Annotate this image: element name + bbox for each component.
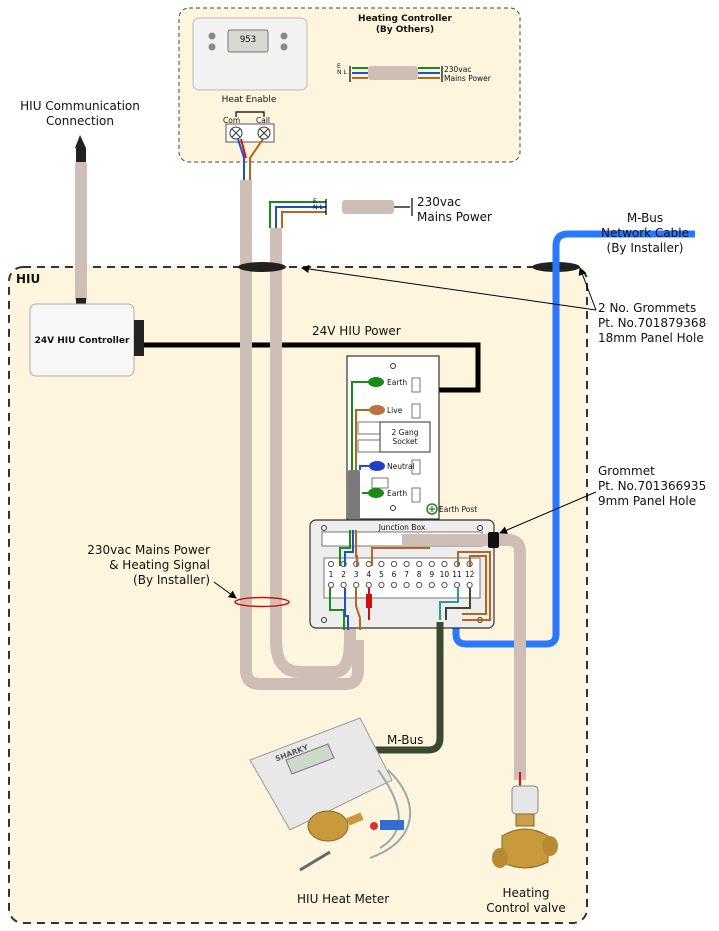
grommet-9-line1: Grommet: [598, 464, 655, 478]
controller-mains-label: 230vac Mains Power: [444, 65, 491, 83]
terminal-number: 2: [341, 570, 346, 579]
terminal-screw: [403, 581, 410, 589]
controller-mains-line2: Mains Power: [444, 74, 491, 83]
valve-label: Heating Control valve: [480, 886, 572, 916]
controller-title: Heating Controller (By Others): [340, 14, 470, 36]
heating-control-valve-icon: [492, 772, 558, 869]
comm-line2: Connection: [46, 114, 114, 128]
socket-gang-line1: 2 Gang: [391, 428, 419, 437]
controller-mains-line1: 230vac: [444, 65, 472, 74]
hiu-controller-label: 24V HIU Controller: [34, 336, 130, 346]
thermostat-icon: [192, 17, 308, 91]
terminal-number: 7: [404, 570, 409, 579]
hiu-power-label: 24V HIU Power: [312, 324, 401, 338]
hiu-label: HIU: [16, 272, 41, 286]
terminal-call-label: Call: [256, 116, 271, 125]
socket-earth2-label: Earth: [387, 489, 408, 498]
terminal-screw: [353, 581, 360, 589]
comm-connection-label: HIU Communication Connection: [12, 99, 148, 129]
terminal-screw: [340, 581, 347, 589]
socket-gang-line2: Socket: [392, 437, 418, 446]
terminal-screw: [327, 581, 335, 589]
terminal-screw: [441, 560, 448, 568]
terminal-screw: [428, 560, 435, 568]
terminal-number: 5: [379, 570, 384, 579]
socket-gang-label: 2 Gang Socket: [381, 428, 429, 446]
terminal-number: 1: [328, 570, 334, 579]
terminal-number: 11: [452, 570, 462, 579]
mbus-label: M-Bus: [387, 733, 424, 747]
mains-heating-line2: & Heating Signal: [109, 558, 210, 572]
heat-meter-label: HIU Heat Meter: [297, 892, 390, 906]
mbus-cable-line2: Network Cable: [601, 226, 689, 240]
terminal-number: 12: [464, 570, 475, 579]
terminal-screw: [416, 560, 423, 568]
valve-line1: Heating: [502, 886, 550, 900]
mbus-cable-line3: (By Installer): [606, 241, 684, 255]
mains-heating-line3: (By Installer): [133, 573, 210, 587]
terminal-screw: [453, 581, 461, 589]
heat-enable-label: Heat Enable: [221, 95, 277, 105]
earth-post-label: Earth Post: [439, 505, 478, 514]
terminal-number: 10: [439, 570, 450, 579]
grommets-18-line3: 18mm Panel Hole: [598, 331, 704, 345]
terminal-screw: [390, 581, 398, 589]
terminal-number: 8: [416, 570, 422, 579]
mains-power-label: 230vac Mains Power: [417, 195, 492, 225]
grommets-18-line2: Pt. No.701879368: [598, 316, 707, 330]
valve-line2: Control valve: [486, 901, 566, 915]
mains-top-line1: 230vac: [417, 195, 461, 209]
terminal-screws: [327, 560, 473, 589]
grommets-18mm-label: 2 No. Grommets Pt. No.701879368 18mm Pan…: [598, 301, 706, 346]
heat-meter-icon: [249, 717, 412, 872]
terminal-number: 4: [366, 570, 372, 579]
terminal-screw: [378, 560, 385, 568]
terminal-screw: [428, 581, 435, 589]
thermostat-display: 953: [239, 35, 257, 45]
mains-top-line2: Mains Power: [417, 210, 492, 224]
terminal-number: 6: [391, 570, 397, 579]
controller-lne-label: E N L: [337, 63, 347, 76]
mains-heating-line1: 230vac Mains Power: [87, 543, 210, 557]
comm-line1: HIU Communication: [20, 99, 140, 113]
socket-plate: [346, 355, 440, 520]
socket-neutral-label: Neutral: [387, 462, 415, 471]
terminal-screw: [365, 581, 372, 589]
hiu-controller-icon: [29, 303, 144, 377]
socket-live-label: Live: [387, 406, 403, 415]
grommets-18-line1: 2 No. Grommets: [598, 301, 697, 315]
terminal-screw: [416, 581, 423, 589]
grommet-1: [238, 262, 286, 272]
terminal-com-label: Com: [223, 116, 241, 125]
mains-heating-signal-label: 230vac Mains Power & Heating Signal (By …: [80, 543, 210, 588]
terminal-screw: [466, 581, 473, 589]
grommet-9-line3: 9mm Panel Hole: [598, 494, 697, 508]
junction-box-title: Junction Box: [378, 523, 426, 532]
heat-enable-terminals-icon: [225, 111, 275, 143]
terminal-screw: [378, 581, 385, 589]
socket-earth-label: Earth: [387, 378, 408, 387]
controller-title-line1: Heating Controller: [358, 14, 452, 24]
terminal-screw: [441, 581, 448, 589]
hiu-panel: [8, 266, 588, 924]
grommet-9-line2: Pt. No.701366935: [598, 479, 707, 493]
mbus-cable-line1: M-Bus: [626, 211, 664, 225]
mains-lne-label: E N L: [313, 198, 323, 211]
controller-title-line2: (By Others): [375, 25, 435, 35]
terminal-screw: [365, 560, 372, 568]
terminal-number: 9: [429, 570, 435, 579]
terminal-number: 3: [353, 570, 359, 579]
terminal-screw: [403, 560, 410, 568]
grommet-9mm-label: Grommet Pt. No.701366935 9mm Panel Hole: [598, 464, 706, 509]
terminal-screw: [327, 560, 335, 568]
terminal-screw: [390, 560, 398, 568]
mbus-network-cable-label: M-Bus Network Cable (By Installer): [590, 211, 700, 256]
